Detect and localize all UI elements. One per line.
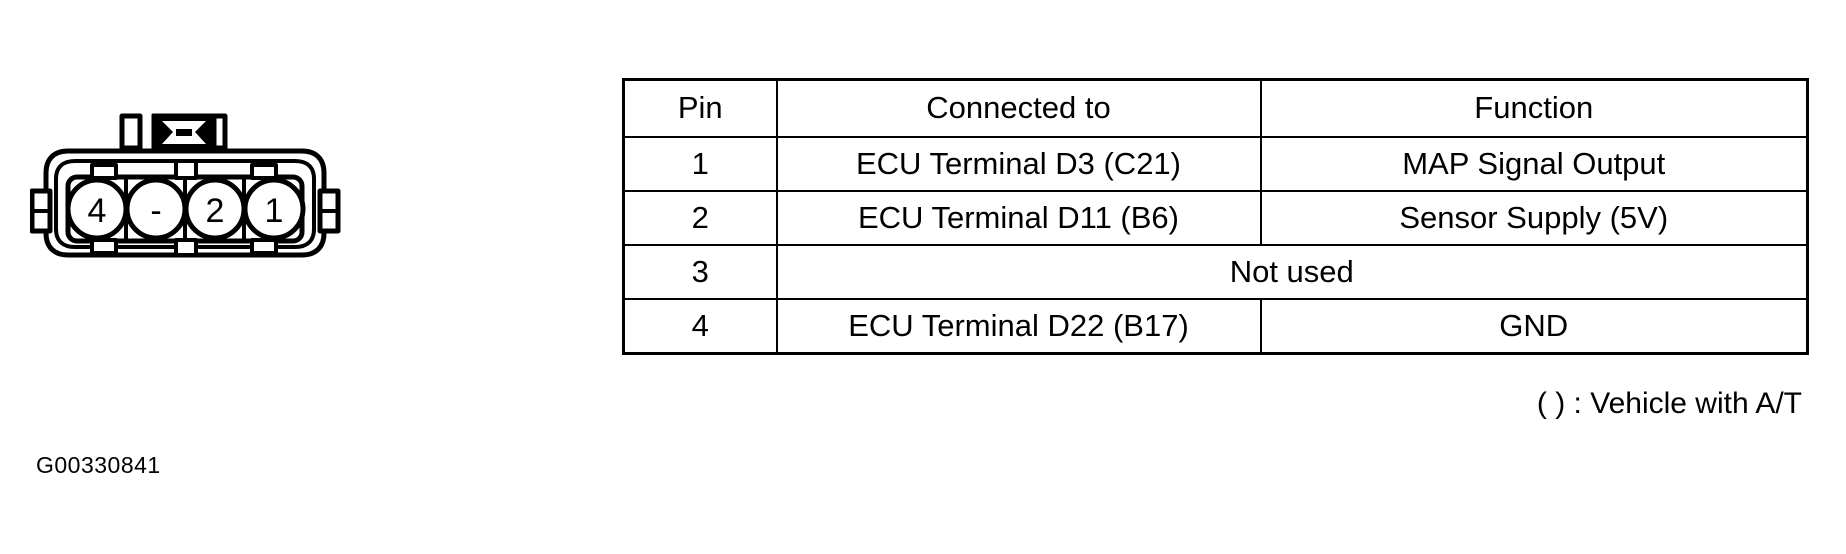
cell-pin: 2 <box>622 190 778 246</box>
connector-key-nub-1 <box>90 163 118 180</box>
table-row: 2 ECU Terminal D11 (B6) Sensor Supply (5… <box>622 190 1809 246</box>
pinout-table-container: Pin Connected to Function 1 ECU Terminal… <box>622 78 1809 355</box>
connector-post-left <box>119 113 143 151</box>
column-header-pin: Pin <box>622 78 778 138</box>
table-row: 3 Not used <box>622 244 1809 300</box>
cell-connected-to: ECU Terminal D11 (B6) <box>775 190 1262 246</box>
connector-cavity-label-blank: - <box>150 192 161 230</box>
cell-connected-to: ECU Terminal D3 (C21) <box>775 136 1262 192</box>
connector-cavity-label-1: 1 <box>265 192 284 230</box>
cell-pin: 3 <box>622 244 778 300</box>
table-footnote: ( ) : Vehicle with A/T <box>1536 387 1802 420</box>
cell-function: MAP Signal Output <box>1259 136 1809 192</box>
connector-diagram: 4 - 2 1 <box>30 105 360 270</box>
connector-key-nub-4 <box>90 238 118 255</box>
connector-cavity-label-4: 4 <box>88 192 107 230</box>
connector-cavity-label-2: 2 <box>206 192 225 230</box>
column-header-connected-to: Connected to <box>775 78 1262 138</box>
cell-not-used: Not used <box>775 244 1809 300</box>
connector-cavity-1 <box>242 177 306 241</box>
figure-id-label: G00330841 <box>36 452 161 478</box>
connector-latch-icon <box>151 113 217 152</box>
pinout-table: Pin Connected to Function 1 ECU Terminal… <box>622 78 1809 355</box>
table-row: 4 ECU Terminal D22 (B17) GND <box>622 298 1809 355</box>
table-row: 1 ECU Terminal D3 (C21) MAP Signal Outpu… <box>622 136 1809 192</box>
cell-pin: 1 <box>622 136 778 192</box>
connector-key-nub-2 <box>174 159 198 180</box>
connector-graphic: 4 - 2 1 <box>30 113 341 258</box>
connector-key-nub-3 <box>250 163 278 180</box>
cell-function: GND <box>1259 298 1809 355</box>
connector-key-nub-5 <box>174 238 198 257</box>
cell-connected-to: ECU Terminal D22 (B17) <box>775 298 1262 355</box>
cell-pin: 4 <box>622 298 778 355</box>
connector-key-nub-6 <box>250 238 278 255</box>
table-header-row: Pin Connected to Function <box>622 78 1809 138</box>
column-header-function: Function <box>1259 78 1809 138</box>
cell-function: Sensor Supply (5V) <box>1259 190 1809 246</box>
